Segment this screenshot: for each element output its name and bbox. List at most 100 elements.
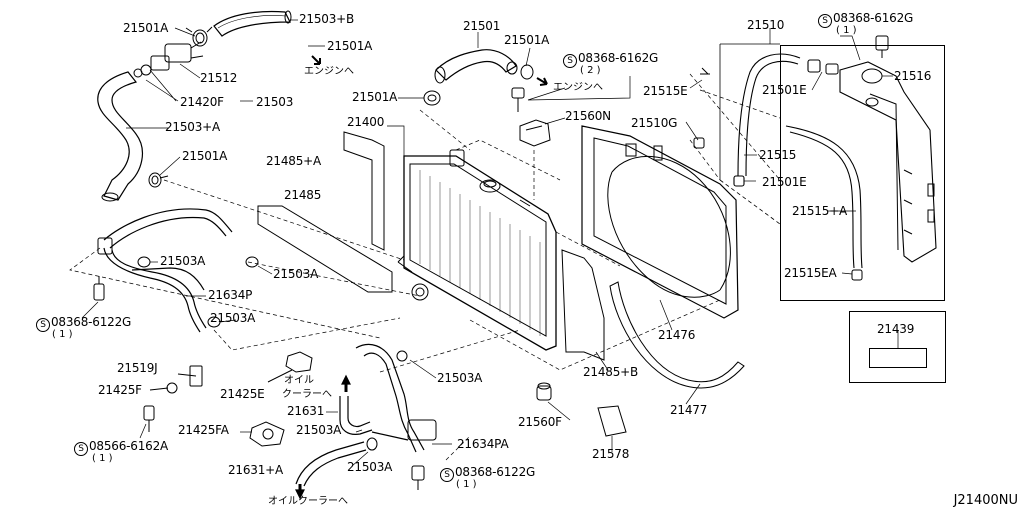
bolt-left-08368 bbox=[93, 276, 105, 301]
label-21516: 21516 bbox=[894, 69, 932, 83]
label-21501e-2: 21501E bbox=[762, 175, 807, 189]
upper-hose-21501 bbox=[434, 49, 534, 84]
note-to-engine-2: エンジンへ bbox=[553, 82, 603, 93]
note-oil-cooler-1a: オイル bbox=[284, 375, 314, 386]
qty-1-a: ( 1 ) bbox=[52, 329, 73, 340]
label-21503a-5: 21503A bbox=[437, 371, 483, 385]
leader-lines-bottom bbox=[139, 299, 701, 467]
label-08368-6122g-b-text: 08368-6122G bbox=[455, 465, 536, 479]
bracket-21560n bbox=[519, 119, 551, 147]
label-08368-6122g-a-text: 08368-6122G bbox=[51, 315, 132, 329]
hose-21631a bbox=[295, 441, 367, 500]
diagram-reference-code: J21400NU bbox=[953, 493, 1018, 508]
qty-1-d: ( 1 ) bbox=[836, 25, 857, 36]
label-08368-6162g-a-text: 08368-6162G bbox=[578, 51, 659, 65]
s-symbol: S bbox=[36, 318, 50, 332]
label-21560f: 21560F bbox=[518, 415, 562, 429]
pipe-21634p bbox=[97, 208, 233, 333]
label-21501a-5: 21501A bbox=[352, 90, 398, 104]
s-symbol: S bbox=[818, 14, 832, 28]
leader-lines-center bbox=[387, 32, 631, 158]
note-oil-cooler-1b: クーラーへ bbox=[282, 389, 332, 400]
label-21400: 21400 bbox=[347, 115, 385, 129]
note-to-engine-1: エンジンへ bbox=[304, 66, 354, 77]
label-21485: 21485 bbox=[284, 188, 322, 202]
label-21425f: 21425F bbox=[98, 383, 142, 397]
thermostat-housing-21512 bbox=[133, 41, 204, 78]
label-21512: 21512 bbox=[200, 71, 238, 85]
reservoir-box-frame bbox=[780, 45, 945, 301]
label-21631a: 21631+A bbox=[228, 463, 284, 477]
label-21515a: 21515+A bbox=[792, 204, 848, 218]
label-08368-6162g-b-text: 08368-6162G bbox=[833, 11, 914, 25]
bolt-center bbox=[511, 87, 525, 112]
fittings-reservoir bbox=[693, 35, 889, 281]
qty-1-b: ( 1 ) bbox=[92, 453, 113, 464]
shroud-21485b bbox=[561, 249, 605, 361]
label-21503a-4: 21503A bbox=[296, 423, 342, 437]
label-21485a: 21485+A bbox=[266, 154, 322, 168]
label-21503b: 21503+B bbox=[299, 12, 355, 26]
label-21503a-3: 21503A bbox=[210, 311, 256, 325]
arrow-engine-1 bbox=[311, 55, 321, 65]
label-21503a-6: 21503A bbox=[347, 460, 393, 474]
s-symbol: S bbox=[563, 54, 577, 68]
arrow-engine-2 bbox=[536, 77, 548, 86]
label-21420f: 21420F bbox=[180, 95, 224, 109]
label-21578: 21578 bbox=[592, 447, 630, 461]
label-21503a-1: 21503A bbox=[160, 254, 206, 268]
label-21560n: 21560N bbox=[565, 109, 611, 123]
label-21634pa: 21634PA bbox=[457, 437, 509, 451]
clip-21425e bbox=[267, 351, 313, 383]
fan-shroud-21476 bbox=[581, 125, 739, 319]
bolt-bottom-08368 bbox=[411, 465, 425, 490]
upper-hose-21503b bbox=[213, 10, 292, 37]
label-21501a-1: 21501A bbox=[123, 21, 169, 35]
label-21485b: 21485+B bbox=[583, 365, 639, 379]
pipe-21634pa bbox=[355, 343, 437, 453]
clip-21425f bbox=[143, 382, 178, 432]
label-21515: 21515 bbox=[759, 148, 797, 162]
hose-21477 bbox=[609, 281, 745, 389]
label-21503: 21503 bbox=[256, 95, 294, 109]
label-21503a-2: 21503A bbox=[273, 267, 319, 281]
label-21501a-3: 21501A bbox=[182, 149, 228, 163]
qty-1-c: ( 1 ) bbox=[456, 479, 477, 490]
label-21510g: 21510G bbox=[631, 116, 678, 130]
clip-21425fa bbox=[249, 421, 285, 447]
label-21477: 21477 bbox=[670, 403, 708, 417]
leader-lines-left bbox=[81, 261, 273, 323]
note-oil-cooler-2: オイルクーラーへ bbox=[268, 496, 348, 507]
leader-lines-ul bbox=[126, 19, 325, 176]
label-box-21439 bbox=[849, 311, 946, 383]
radiator-21400 bbox=[397, 149, 557, 351]
hose-21631 bbox=[339, 374, 373, 435]
shroud-21485 bbox=[257, 205, 393, 293]
hose-21515a bbox=[785, 125, 863, 269]
s-symbol: S bbox=[440, 468, 454, 482]
bracket-21519j bbox=[177, 365, 203, 387]
label-21476: 21476 bbox=[658, 328, 696, 342]
label-21519j: 21519J bbox=[117, 361, 158, 375]
label-08566-6162a-text: 08566-6162A bbox=[89, 439, 169, 453]
clamp-left-mid bbox=[148, 172, 169, 188]
label-21515e: 21515E bbox=[643, 84, 688, 98]
label-21501e-1: 21501E bbox=[762, 83, 807, 97]
qty-2: ( 2 ) bbox=[580, 65, 601, 76]
label-21425e: 21425E bbox=[220, 387, 265, 401]
clamp-center-21501a bbox=[423, 90, 441, 106]
part-21578 bbox=[597, 405, 627, 437]
label-21503a-plus: 21503+A bbox=[165, 120, 221, 134]
leader-lines-right bbox=[685, 28, 899, 348]
drain-plug-21560f bbox=[536, 382, 552, 401]
label-21501a-2: 21501A bbox=[327, 39, 373, 53]
s-symbol: S bbox=[74, 442, 88, 456]
label-21515ea: 21515EA bbox=[784, 266, 837, 280]
label-plate-21439 bbox=[869, 348, 927, 368]
